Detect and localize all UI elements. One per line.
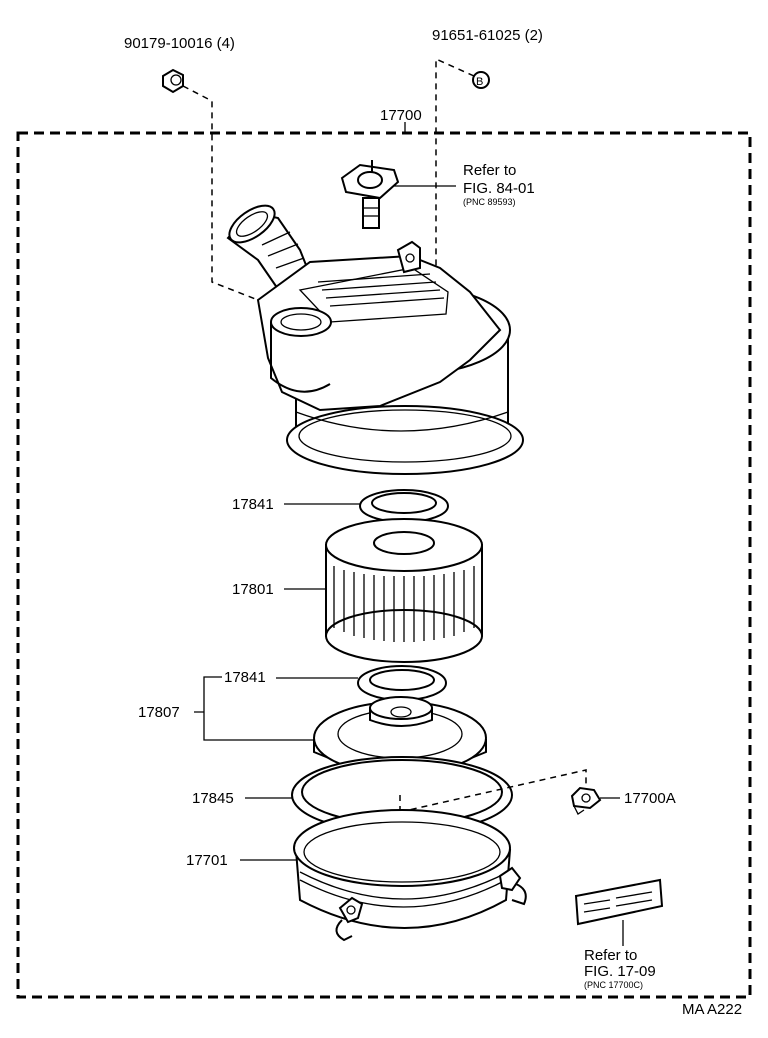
ref-lower-line1: Refer to <box>584 947 637 964</box>
label-plate-icon <box>574 878 664 926</box>
upper-cap-housing-icon <box>226 204 524 475</box>
nut-icon <box>162 68 184 94</box>
ref-upper-pnc: (PNC 89593) <box>463 197 516 207</box>
clamp-bracket-icon <box>570 786 602 815</box>
vacuum-switch-icon <box>340 160 400 229</box>
assembly-frame <box>16 131 752 999</box>
ref-upper-line1: Refer to <box>463 162 516 179</box>
seal-ring-icon <box>291 756 513 834</box>
filter-element-icon <box>325 518 483 663</box>
part-label-17701: 17701 <box>186 852 228 869</box>
ref-lower-pnc: (PNC 17700C) <box>584 980 643 990</box>
part-label-17845: 17845 <box>192 790 234 807</box>
lower-gasket-icon <box>357 665 447 701</box>
part-label-17807: 17807 <box>138 704 180 721</box>
part-label-17700A: 17700A <box>624 790 676 807</box>
ref-upper-line2: FIG. 84-01 <box>463 180 535 197</box>
part-label-17841-upper: 17841 <box>232 496 274 513</box>
marker-b-icon: B <box>472 71 490 89</box>
part-label-17801: 17801 <box>232 581 274 598</box>
ref-lower-line2: FIG. 17-09 <box>584 963 656 980</box>
upper-gasket-icon <box>359 489 449 523</box>
svg-text:B: B <box>476 76 483 88</box>
part-label-91651-61025: 91651-61025 (2) <box>432 27 543 44</box>
part-label-90179-10016: 90179-10016 (4) <box>124 35 235 52</box>
part-label-17700: 17700 <box>380 107 422 124</box>
lower-case-icon <box>293 809 527 942</box>
figure-code: MA A222 <box>682 1001 742 1018</box>
part-label-17841-lower: 17841 <box>224 669 266 686</box>
